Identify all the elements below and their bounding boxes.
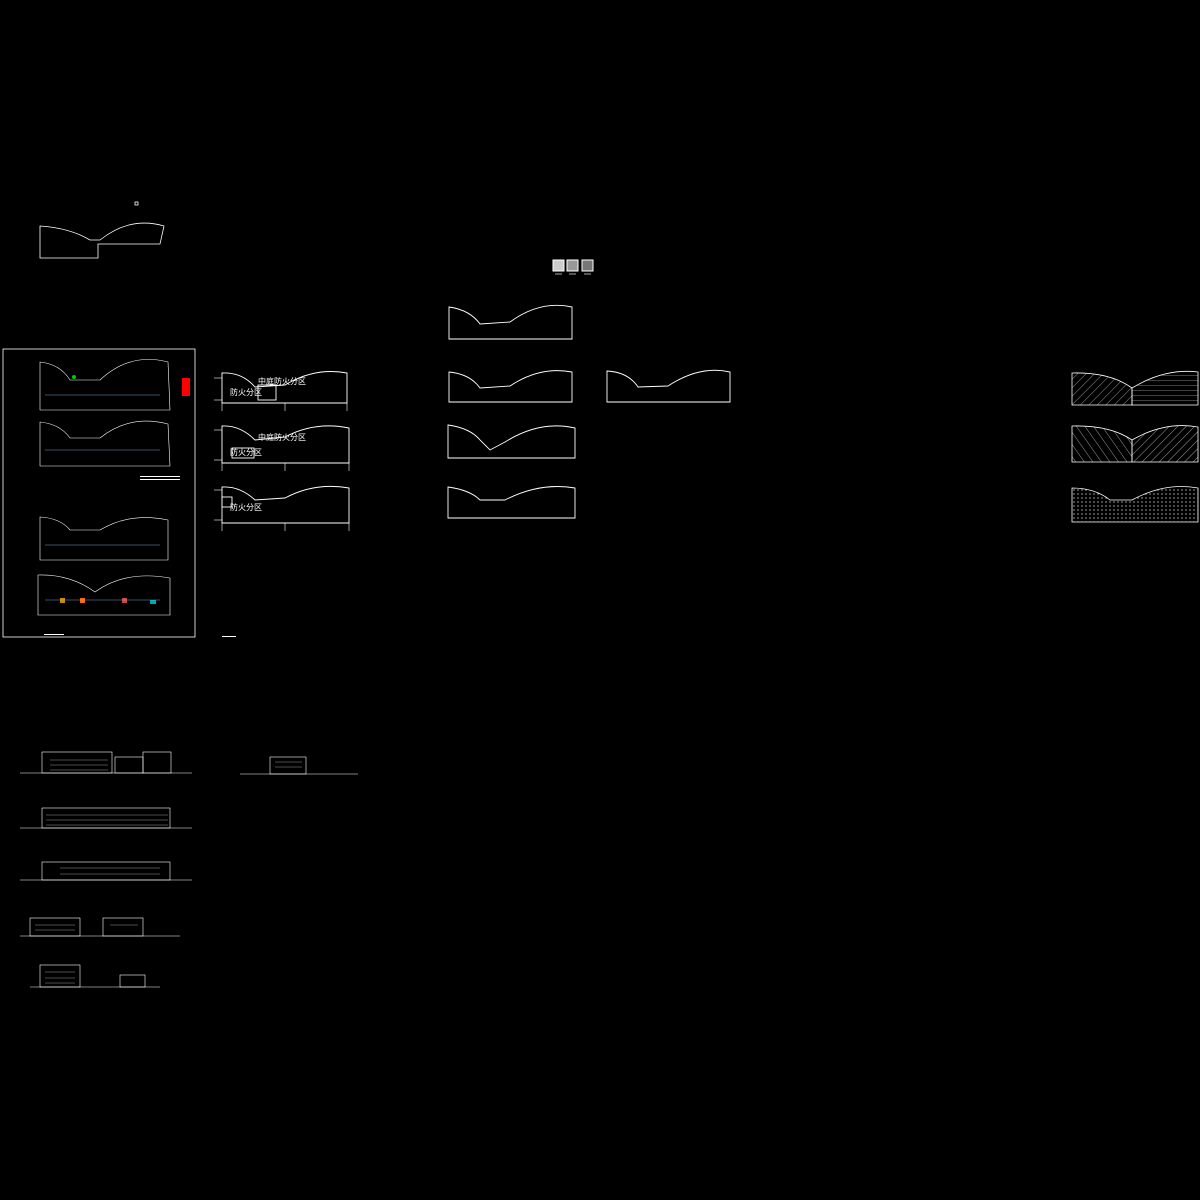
- elevation-details: [35, 759, 302, 984]
- zone-label-row1-a: 防火分区: [230, 388, 262, 397]
- zone-label-row3-a: 防火分区: [230, 503, 262, 512]
- zone-label-row2-a: 防火分区: [230, 448, 262, 457]
- zone-plans: [221, 371, 350, 524]
- elevations: [20, 751, 358, 988]
- zone-plan-axes: [214, 377, 350, 531]
- hatched-plans: [1071, 371, 1199, 523]
- outline-col-3: [606, 369, 731, 403]
- outline-top-left: [39, 201, 165, 259]
- drawing-sheet: [2, 348, 196, 638]
- sheet-detail-marks: [44, 375, 236, 637]
- zone-label-row2-b: 中庭防火分区: [258, 433, 306, 442]
- legend-swatches: [552, 259, 594, 275]
- zone-label-row1-b: 中庭防火分区: [258, 377, 306, 386]
- outline-col-2: [447, 304, 576, 519]
